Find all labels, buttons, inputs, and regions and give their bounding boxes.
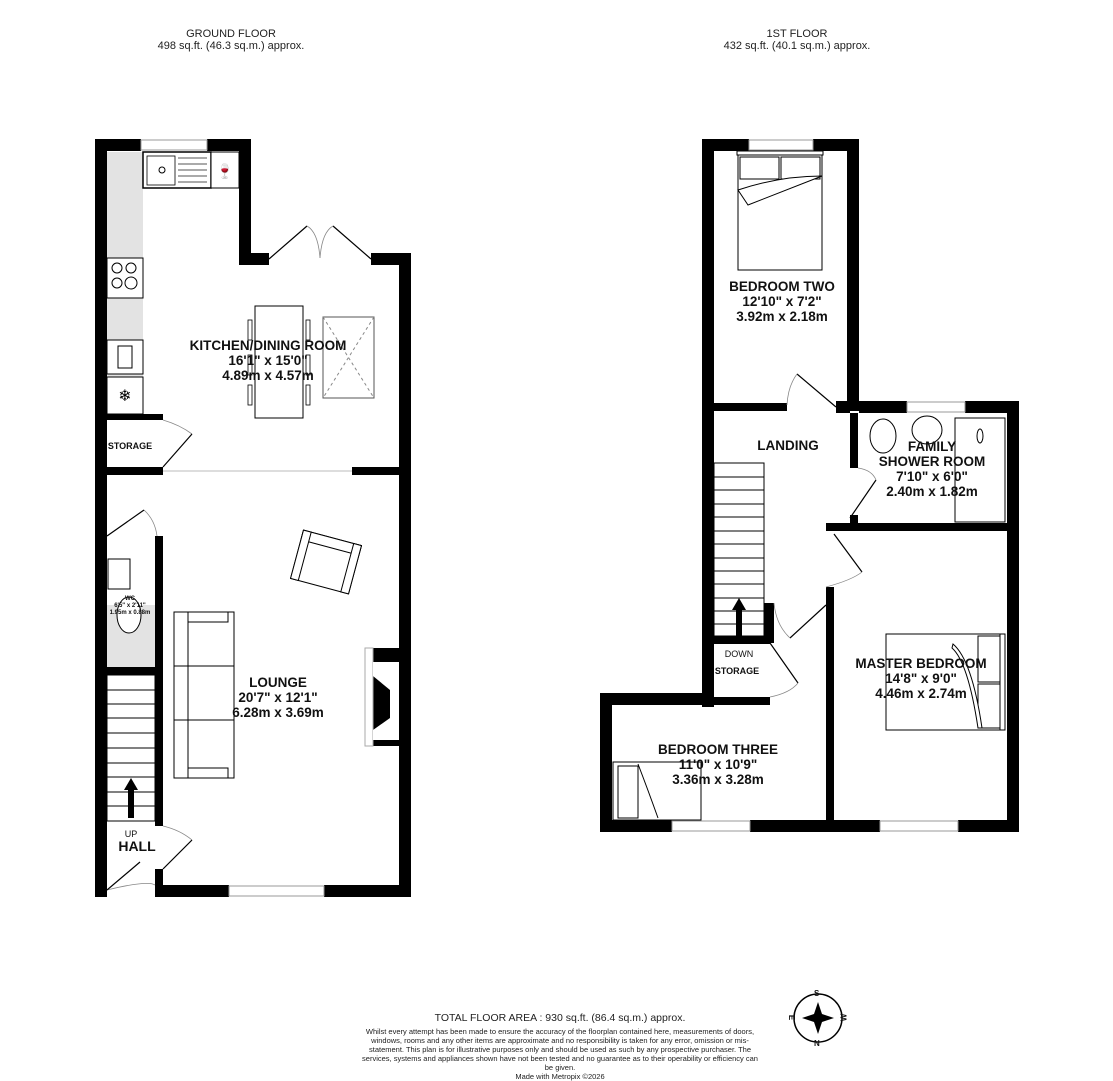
first-floor-area: 432 sq.ft. (40.1 sq.m.) approx. [723, 40, 871, 52]
footer: TOTAL FLOOR AREA : 930 sq.ft. (86.4 sq.m… [360, 1012, 760, 1081]
room-label-kitchen: KITCHEN/DINING ROOM 16'1" x 15'0" 4.89m … [189, 338, 347, 383]
disclaimer: Whilst every attempt has been made to en… [362, 1027, 758, 1072]
room-label-lounge: LOUNGE 20'7" x 12'1" 6.28m x 3.69m [232, 675, 324, 720]
compass-s: S [814, 989, 820, 998]
svg-text:❄: ❄ [118, 386, 131, 405]
room-label-hall: HALL [118, 838, 156, 854]
room-label-ground-storage: STORAGE [107, 441, 153, 451]
first-floor-title: 1ST FLOOR [766, 28, 828, 40]
stairs-down-label: DOWN [724, 649, 754, 659]
ground-floor-area: 498 sq.ft. (46.3 sq.m.) approx. [157, 40, 305, 52]
stairs-up-label: UP [124, 829, 138, 839]
ground-floor-title: GROUND FLOOR [186, 28, 276, 40]
compass-w: W [839, 1013, 849, 1022]
room-label-wc: WC 6'5" x 2'11" 1.95m x 0.88m [109, 596, 151, 616]
first-floor-header: 1ST FLOOR 432 sq.ft. (40.1 sq.m.) approx… [707, 28, 887, 52]
first-floor-plan [600, 139, 1019, 832]
room-label-bedroom-three: BEDROOM THREE 11'0" x 10'9" 3.36m x 3.28… [657, 742, 779, 787]
ground-floor-header: GROUND FLOOR 498 sq.ft. (46.3 sq.m.) app… [141, 28, 321, 52]
credit: Made with Metropix ©2026 [515, 1072, 605, 1081]
compass-n: N [814, 1039, 820, 1048]
compass [793, 993, 843, 1043]
compass-e: E [787, 1014, 797, 1021]
svg-text:🍷: 🍷 [216, 163, 233, 180]
room-label-first-storage: STORAGE [714, 666, 760, 676]
total-floor-area: TOTAL FLOOR AREA : 930 sq.ft. (86.4 sq.m… [434, 1012, 686, 1024]
room-label-bedroom-two: BEDROOM TWO 12'10" x 7'2" 3.92m x 2.18m [729, 279, 835, 324]
room-label-master-bedroom: MASTER BEDROOM 14'8" x 9'0" 4.46m x 2.74… [855, 656, 987, 701]
ground-floor-plan: 🍷 ❄ [95, 139, 411, 897]
room-label-shower-room: FAMILY SHOWER ROOM 7'10" x 6'0" 2.40m x … [878, 439, 986, 499]
room-label-landing: LANDING [757, 438, 819, 453]
